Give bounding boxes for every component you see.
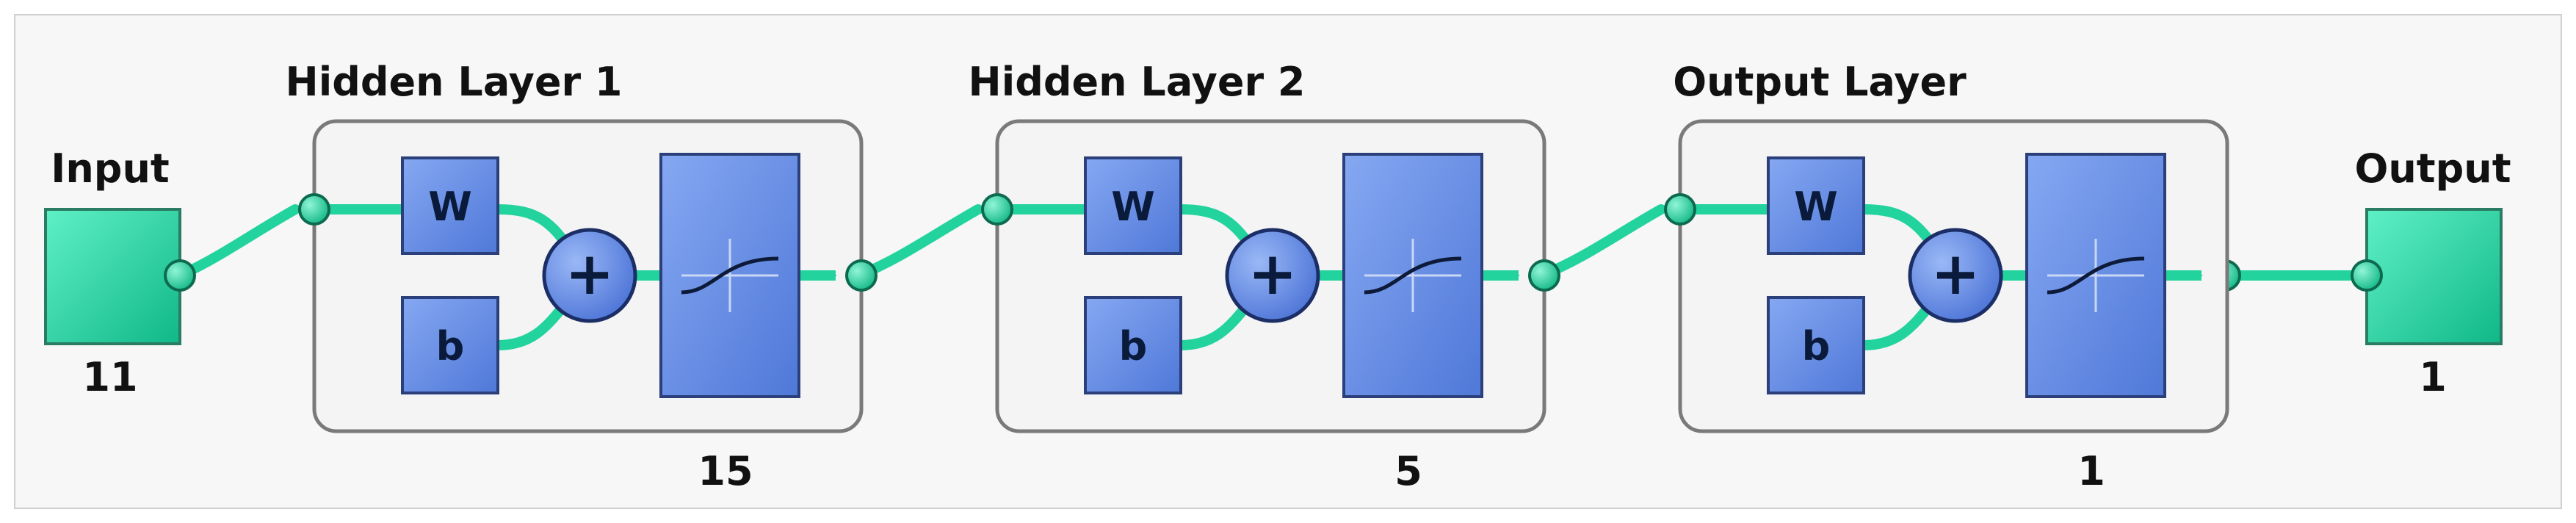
weight-block — [401, 156, 499, 255]
node-output-in — [2351, 259, 2383, 292]
layer-2: Hidden Layer 2 W b + 5 — [969, 59, 1560, 494]
sum-symbol: + — [1931, 239, 1980, 308]
bias-label: b — [1802, 323, 1831, 369]
layer-title: Hidden Layer 2 — [969, 59, 1306, 105]
input-size: 11 — [82, 354, 137, 400]
bias-block — [1767, 296, 1865, 394]
transfer-function-icon — [2047, 239, 2145, 312]
layer-size: 1 — [2077, 448, 2105, 494]
weight-block — [1084, 156, 1182, 255]
node-layer-in — [298, 193, 330, 226]
layer-title: Output Layer — [1673, 59, 1967, 105]
weight-block — [1767, 156, 1865, 255]
layer-size: 5 — [1394, 448, 1422, 494]
weight-label: W — [1794, 184, 1838, 230]
node-layer-in — [981, 193, 1013, 226]
sum-symbol: + — [565, 239, 614, 308]
transfer-function-icon — [1364, 239, 1462, 312]
weight-label: W — [1111, 184, 1155, 230]
sum-node — [1908, 228, 2003, 323]
node-input-out — [164, 259, 196, 292]
bias-block — [1084, 296, 1182, 394]
bias-label: b — [436, 323, 465, 369]
weight-label: W — [428, 184, 472, 230]
input-block — [44, 208, 181, 345]
output-label: Output — [2354, 145, 2511, 192]
sum-node — [542, 228, 637, 323]
bias-block — [401, 296, 499, 394]
sum-symbol: + — [1248, 239, 1297, 308]
bias-label: b — [1119, 323, 1148, 369]
node-layer-out — [845, 259, 878, 292]
node-layer-in — [1664, 193, 1696, 226]
layer-3: Output Layer W b + 1 — [1664, 59, 2229, 494]
layer-title: Hidden Layer 1 — [286, 59, 623, 105]
output-block — [2365, 208, 2503, 345]
layer-1: Hidden Layer 1 W b + 15 — [286, 59, 878, 494]
sum-node — [1225, 228, 1320, 323]
output-size: 1 — [2419, 354, 2447, 400]
transfer-function-icon — [681, 239, 779, 312]
node-layer-out — [1528, 259, 1560, 292]
input-label: Input — [51, 145, 169, 192]
layer-size: 15 — [698, 448, 753, 494]
